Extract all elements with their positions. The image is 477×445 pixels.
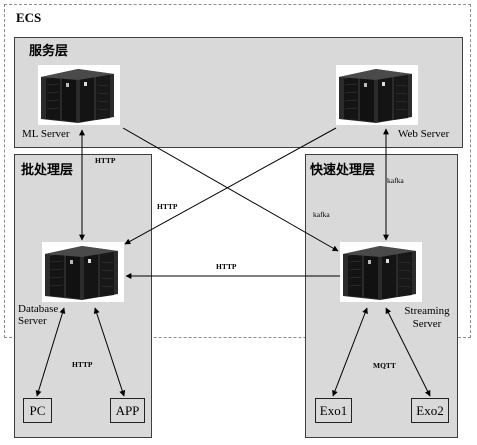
edge-label-cross-kafka: kafka (313, 210, 330, 219)
device-pc: PC (23, 398, 52, 423)
edge-database-app (93, 307, 126, 397)
edge-label-cross-http: HTTP (157, 202, 178, 211)
device-exo1: Exo1 (315, 398, 352, 423)
edge-label-web-streaming: kafka (387, 176, 404, 185)
edge-ml-streaming (122, 127, 339, 252)
ml-server-icon (37, 64, 121, 126)
edge-database-pc (35, 307, 66, 397)
database-server-icon (41, 241, 125, 303)
batch-layer-label: 批处理层 (21, 162, 74, 177)
speed-layer-label: 快速处理层 (310, 162, 376, 177)
edge-streaming-exo1 (332, 307, 368, 397)
edge-label-database-devices: HTTP (72, 360, 93, 369)
edge-streaming-exo2 (385, 307, 431, 397)
web-server-label: Web Server (398, 128, 450, 140)
ecs-boundary (4, 4, 471, 338)
database-server-label: Database Server (18, 303, 59, 327)
web-server-icon (335, 64, 419, 126)
service-layer-label: 服务层 (29, 43, 69, 58)
streaming-server-icon (339, 241, 423, 303)
ecs-label: ECS (16, 10, 42, 25)
device-exo2: Exo2 (411, 398, 449, 423)
ml-server-label: ML Server (22, 128, 70, 140)
edge-label-streaming-database: HTTP (216, 262, 237, 271)
edge-label-streaming-devices: MQTT (373, 361, 396, 370)
edge-label-ml-database: HTTP (95, 156, 116, 165)
streaming-server-label: Streaming Server (404, 305, 450, 330)
edge-web-database (124, 127, 337, 245)
device-app: APP (110, 398, 145, 423)
